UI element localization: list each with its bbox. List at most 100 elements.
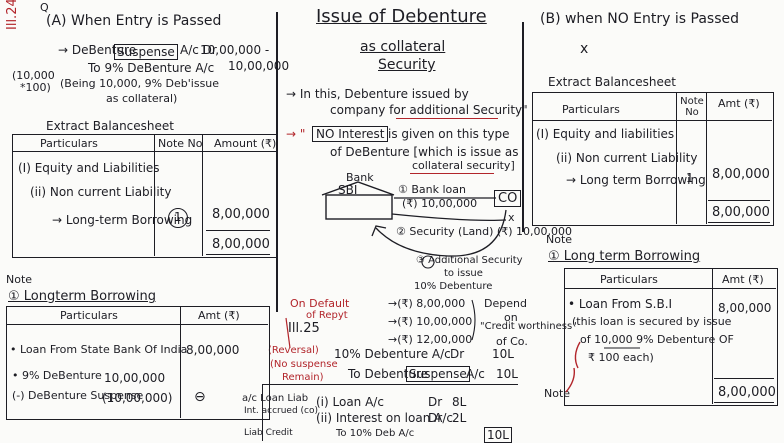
ill25-loan-line1: (i) Loan A/c bbox=[316, 395, 384, 409]
balance-b-total: 8,00,000 bbox=[712, 205, 770, 220]
reversal-1: (Reversal) bbox=[268, 345, 319, 356]
note-a-row1: • Loan From State Bank Of India bbox=[10, 343, 188, 356]
diagram-step1: ① Bank loan bbox=[398, 183, 466, 196]
ill25-side1: a/c Loan Liab bbox=[242, 393, 309, 404]
entry-a-line1-amount: 10,00,000 - bbox=[200, 43, 270, 57]
diagram-x-mark: x bbox=[508, 211, 515, 224]
diagram-bank-label: Bank bbox=[346, 171, 374, 184]
diagram-step2: ② Security (Land) (₹) 10,00,000 bbox=[396, 225, 572, 238]
diagram-company-box: CO bbox=[494, 190, 522, 207]
page-subtitle-2: Security bbox=[378, 57, 436, 73]
balance-b-row3: → Long term Borrowing bbox=[566, 173, 706, 187]
note-b-title: ① Long term Borrowing bbox=[548, 249, 701, 264]
side-calc-2: *100) bbox=[20, 81, 51, 94]
ill25-loan-line1-amt: 8L bbox=[452, 395, 467, 409]
entry-a-line1-left: → DeBenture bbox=[58, 43, 137, 57]
diagram-bank-name: SBI bbox=[338, 183, 358, 197]
entry-a-line2-amount: 10,00,000 bbox=[228, 59, 290, 73]
balance-b-row1: (I) Equity and liabilities bbox=[536, 127, 675, 141]
ill25-side2: Int. accrued (co) bbox=[244, 406, 319, 416]
ill25-suspense-box: Suspense bbox=[406, 366, 470, 382]
ill25-loan-line2: (ii) Interest on loan A/c bbox=[316, 411, 453, 425]
page-subtitle-1: as collateral bbox=[360, 39, 446, 55]
divider-right bbox=[522, 22, 524, 232]
balance-a-title: Extract Balancesheet bbox=[46, 119, 174, 133]
balance-b-amount: 8,00,000 bbox=[712, 167, 770, 182]
entry-a-line4: as collateral) bbox=[106, 92, 178, 105]
balance-a-table bbox=[12, 134, 278, 258]
balance-a-col-particulars: Particulars bbox=[40, 137, 98, 150]
case-a-heading: (A) When Entry is Passed bbox=[46, 13, 222, 29]
reversal-3: Remain) bbox=[282, 372, 324, 383]
note-b-row1-line1: • Loan From S.B.I bbox=[568, 297, 673, 311]
note-a-col-particulars: Particulars bbox=[60, 309, 118, 322]
ill25-loan-line2-dr: Dr bbox=[428, 411, 443, 425]
balance-a-col-note: Note No bbox=[158, 137, 203, 150]
balance-b-table bbox=[532, 92, 774, 226]
diagram-step3-line2: to issue bbox=[444, 268, 483, 279]
divider-left bbox=[276, 12, 278, 312]
note-a-label: Note bbox=[6, 273, 33, 286]
note-b-row1-line3: of 10,000 9% Debenture OF bbox=[580, 333, 734, 346]
note-a-row3: (-) DeBenture Suspense bbox=[12, 389, 144, 402]
point2-arrow: → " bbox=[286, 127, 306, 141]
note-b-col-amount: Amt (₹) bbox=[722, 273, 764, 286]
entry-a-line3: (Being 10,000, 9% Deb'issue bbox=[60, 77, 220, 90]
balance-b-title: Extract Balancesheet bbox=[548, 75, 676, 89]
ill25-entry2-amt: 10L bbox=[496, 367, 518, 381]
depend-text4: of Co. bbox=[496, 335, 528, 348]
balance-b-row2: (ii) Non current Liability bbox=[556, 151, 698, 165]
note-a-col-amount: Amt (₹) bbox=[198, 309, 240, 322]
note-b-total: 8,00,000 bbox=[718, 385, 776, 400]
diagram-step1-amount: (₹) 10,00,000 bbox=[402, 197, 478, 210]
note-a-row1-amt: 8,00,000 bbox=[186, 343, 240, 357]
ill25-entry2-left: To Debenture bbox=[348, 367, 429, 381]
note-a-table bbox=[6, 306, 270, 420]
note-b-side-note: Note bbox=[544, 387, 571, 400]
point1-line1: → In this, Debenture issued by bbox=[286, 87, 469, 101]
case-b-cross: x bbox=[580, 41, 589, 57]
point2-line3: collateral security] bbox=[412, 159, 515, 172]
balance-a-note-no: 1 bbox=[174, 210, 182, 224]
page-title: Issue of Debenture bbox=[316, 6, 487, 27]
note-a-minus-mark: ⊖ bbox=[194, 389, 206, 405]
ill25-entry1: 10% Debenture A/c bbox=[334, 347, 451, 361]
ref-ill25: Ill.25 bbox=[288, 321, 320, 336]
point2-line2: of DeBenture [which is issue as bbox=[330, 145, 519, 159]
depend-amt1: →(₹) 8,00,000 bbox=[388, 297, 466, 310]
note-a-row2-amt: 10,00,000 bbox=[104, 371, 166, 385]
case-b-heading: (B) when NO Entry is Passed bbox=[540, 11, 739, 27]
balance-a-col-amount: Amount (₹) bbox=[214, 137, 277, 150]
ill25-entry1-amt: 10L bbox=[492, 347, 514, 361]
depend-amt3: →(₹) 12,00,000 bbox=[388, 333, 473, 346]
note-b-label: Note bbox=[546, 233, 573, 246]
note-circle bbox=[168, 208, 188, 228]
note-b-amount: 8,00,000 bbox=[718, 301, 772, 315]
point1-line2: company for additional Security" bbox=[330, 103, 528, 117]
note-a-row2: • 9% DeBenture bbox=[12, 369, 102, 382]
balance-a-total: 8,00,000 bbox=[212, 237, 270, 252]
note-b-col-particulars: Particulars bbox=[600, 273, 658, 286]
ill25-loan-line1-dr: Dr bbox=[428, 395, 443, 409]
on-default-2: of Repyt bbox=[306, 310, 348, 321]
balance-a-row2: (ii) Non current Liability bbox=[30, 185, 172, 199]
balance-a-row1: (I) Equity and Liabilities bbox=[18, 161, 160, 175]
balance-b-col-amount: Amt (₹) bbox=[718, 97, 760, 110]
ill25-loan-line3: To 10% Deb A/c bbox=[336, 428, 415, 439]
note-a-title: ① Longterm Borrowing bbox=[8, 289, 156, 304]
entry-a-line1-right: A/c Dr bbox=[180, 43, 217, 57]
point2-rest: is given on this type bbox=[388, 127, 510, 141]
reversal-2: (No suspense bbox=[270, 359, 338, 370]
ill25-entry2-right: A/c bbox=[466, 367, 485, 381]
note-b-row1-line2: (this loan is secured by issue bbox=[572, 315, 732, 328]
diagram-step3-line3: 10% Debenture bbox=[414, 281, 493, 292]
note-b-table bbox=[564, 268, 778, 406]
diagram-step3-line1: ③ Additional Security bbox=[416, 255, 523, 266]
corner-mark: Q bbox=[40, 1, 49, 14]
ill25-side3: Liab Credit bbox=[244, 428, 293, 438]
side-calc-1: (10,000 bbox=[12, 69, 55, 82]
ill25-entry1-dr: Dr bbox=[450, 347, 465, 361]
balance-a-row3: → Long-term Borrowing bbox=[52, 213, 193, 227]
